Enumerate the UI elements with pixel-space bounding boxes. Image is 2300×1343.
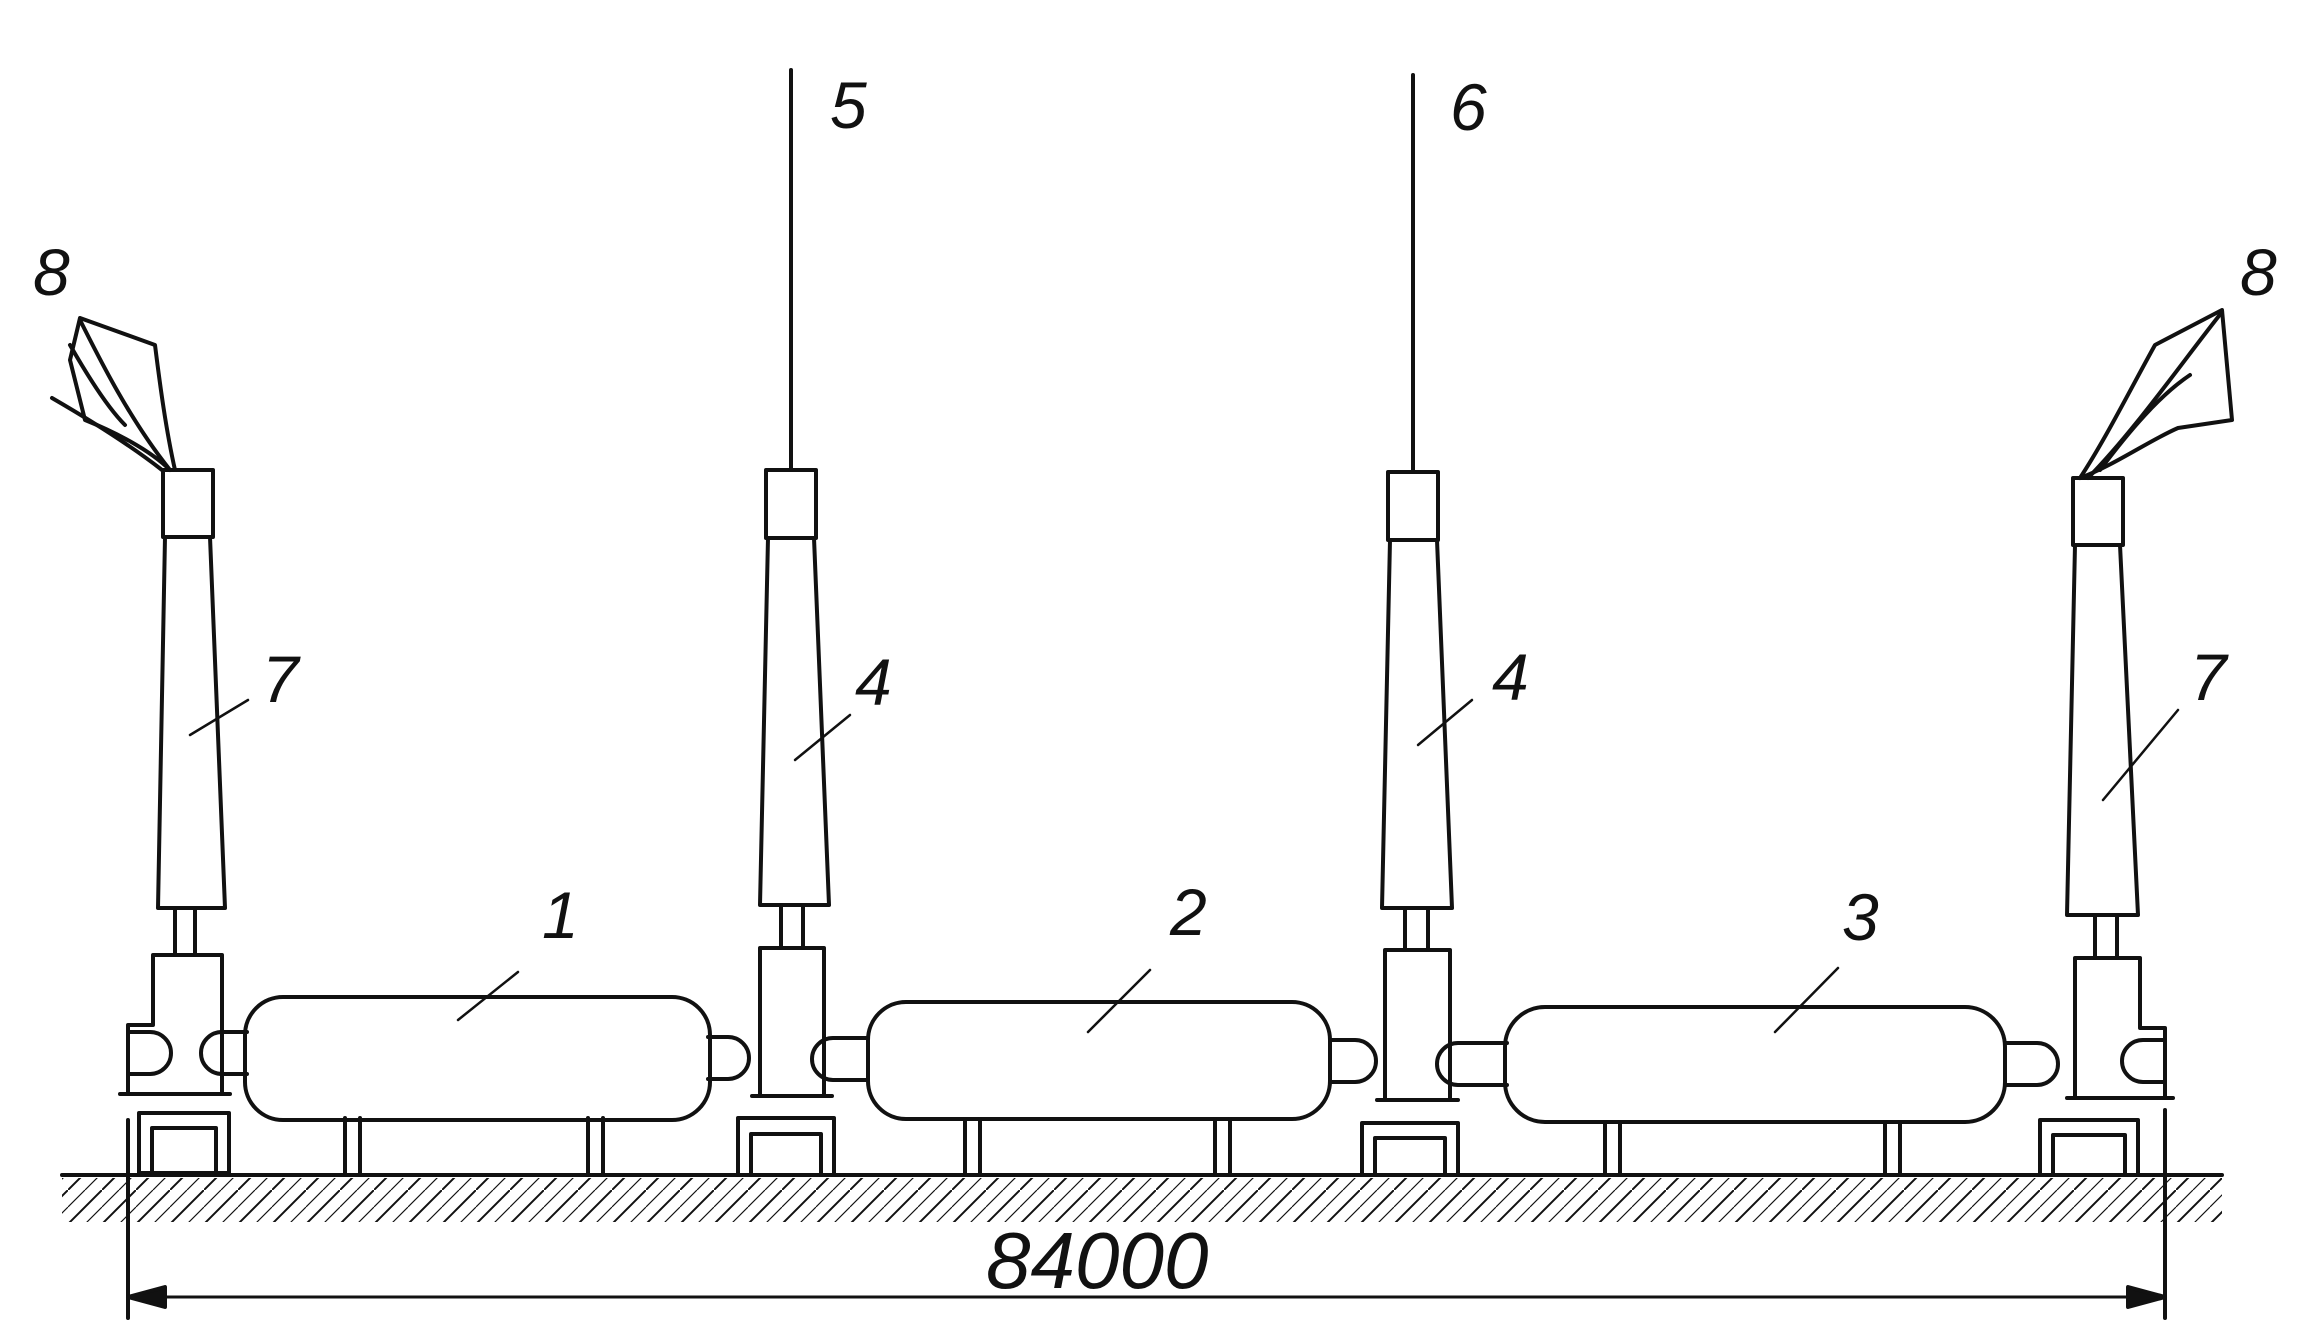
bushing-7-right (2065, 476, 2140, 917)
column-right-end (2038, 913, 2175, 1177)
bushing-4-right (1380, 470, 1454, 910)
bushing-7-left (156, 468, 227, 910)
tank-3 (1503, 1005, 2007, 1124)
column-left-end (118, 906, 232, 1175)
ground-hatching (62, 1178, 2222, 1222)
label-bushing-7-left: 7 (262, 642, 301, 716)
dimension-84000 (126, 1108, 2167, 1320)
column-bushing-4-right (1360, 906, 1460, 1177)
terminal-8-right (2078, 308, 2234, 480)
tank-supports (343, 1116, 1902, 1177)
label-bushing-4-left: 4 (855, 645, 892, 719)
label-line-5: 5 (830, 68, 867, 142)
tank-1 (243, 995, 712, 1122)
terminal-8-left (50, 316, 177, 472)
label-dimension-84000: 84000 (986, 1216, 1208, 1305)
label-bushing-7-right: 7 (2190, 640, 2229, 714)
bushing-4-left (758, 468, 831, 907)
label-tank-1: 1 (542, 878, 579, 952)
leader-lines (188, 698, 2180, 1034)
label-tank-3: 3 (1842, 880, 1879, 954)
label-tank-2: 2 (1169, 875, 1207, 949)
label-bushing-4-right: 4 (1492, 640, 1529, 714)
label-terminal-8-right: 8 (2240, 235, 2277, 309)
label-line-6: 6 (1450, 70, 1487, 144)
column-bushing-4-left (736, 903, 836, 1177)
tank-nozzles (126, 1030, 2167, 1087)
label-terminal-8-left: 8 (33, 235, 70, 309)
tank-2 (866, 1000, 1332, 1121)
